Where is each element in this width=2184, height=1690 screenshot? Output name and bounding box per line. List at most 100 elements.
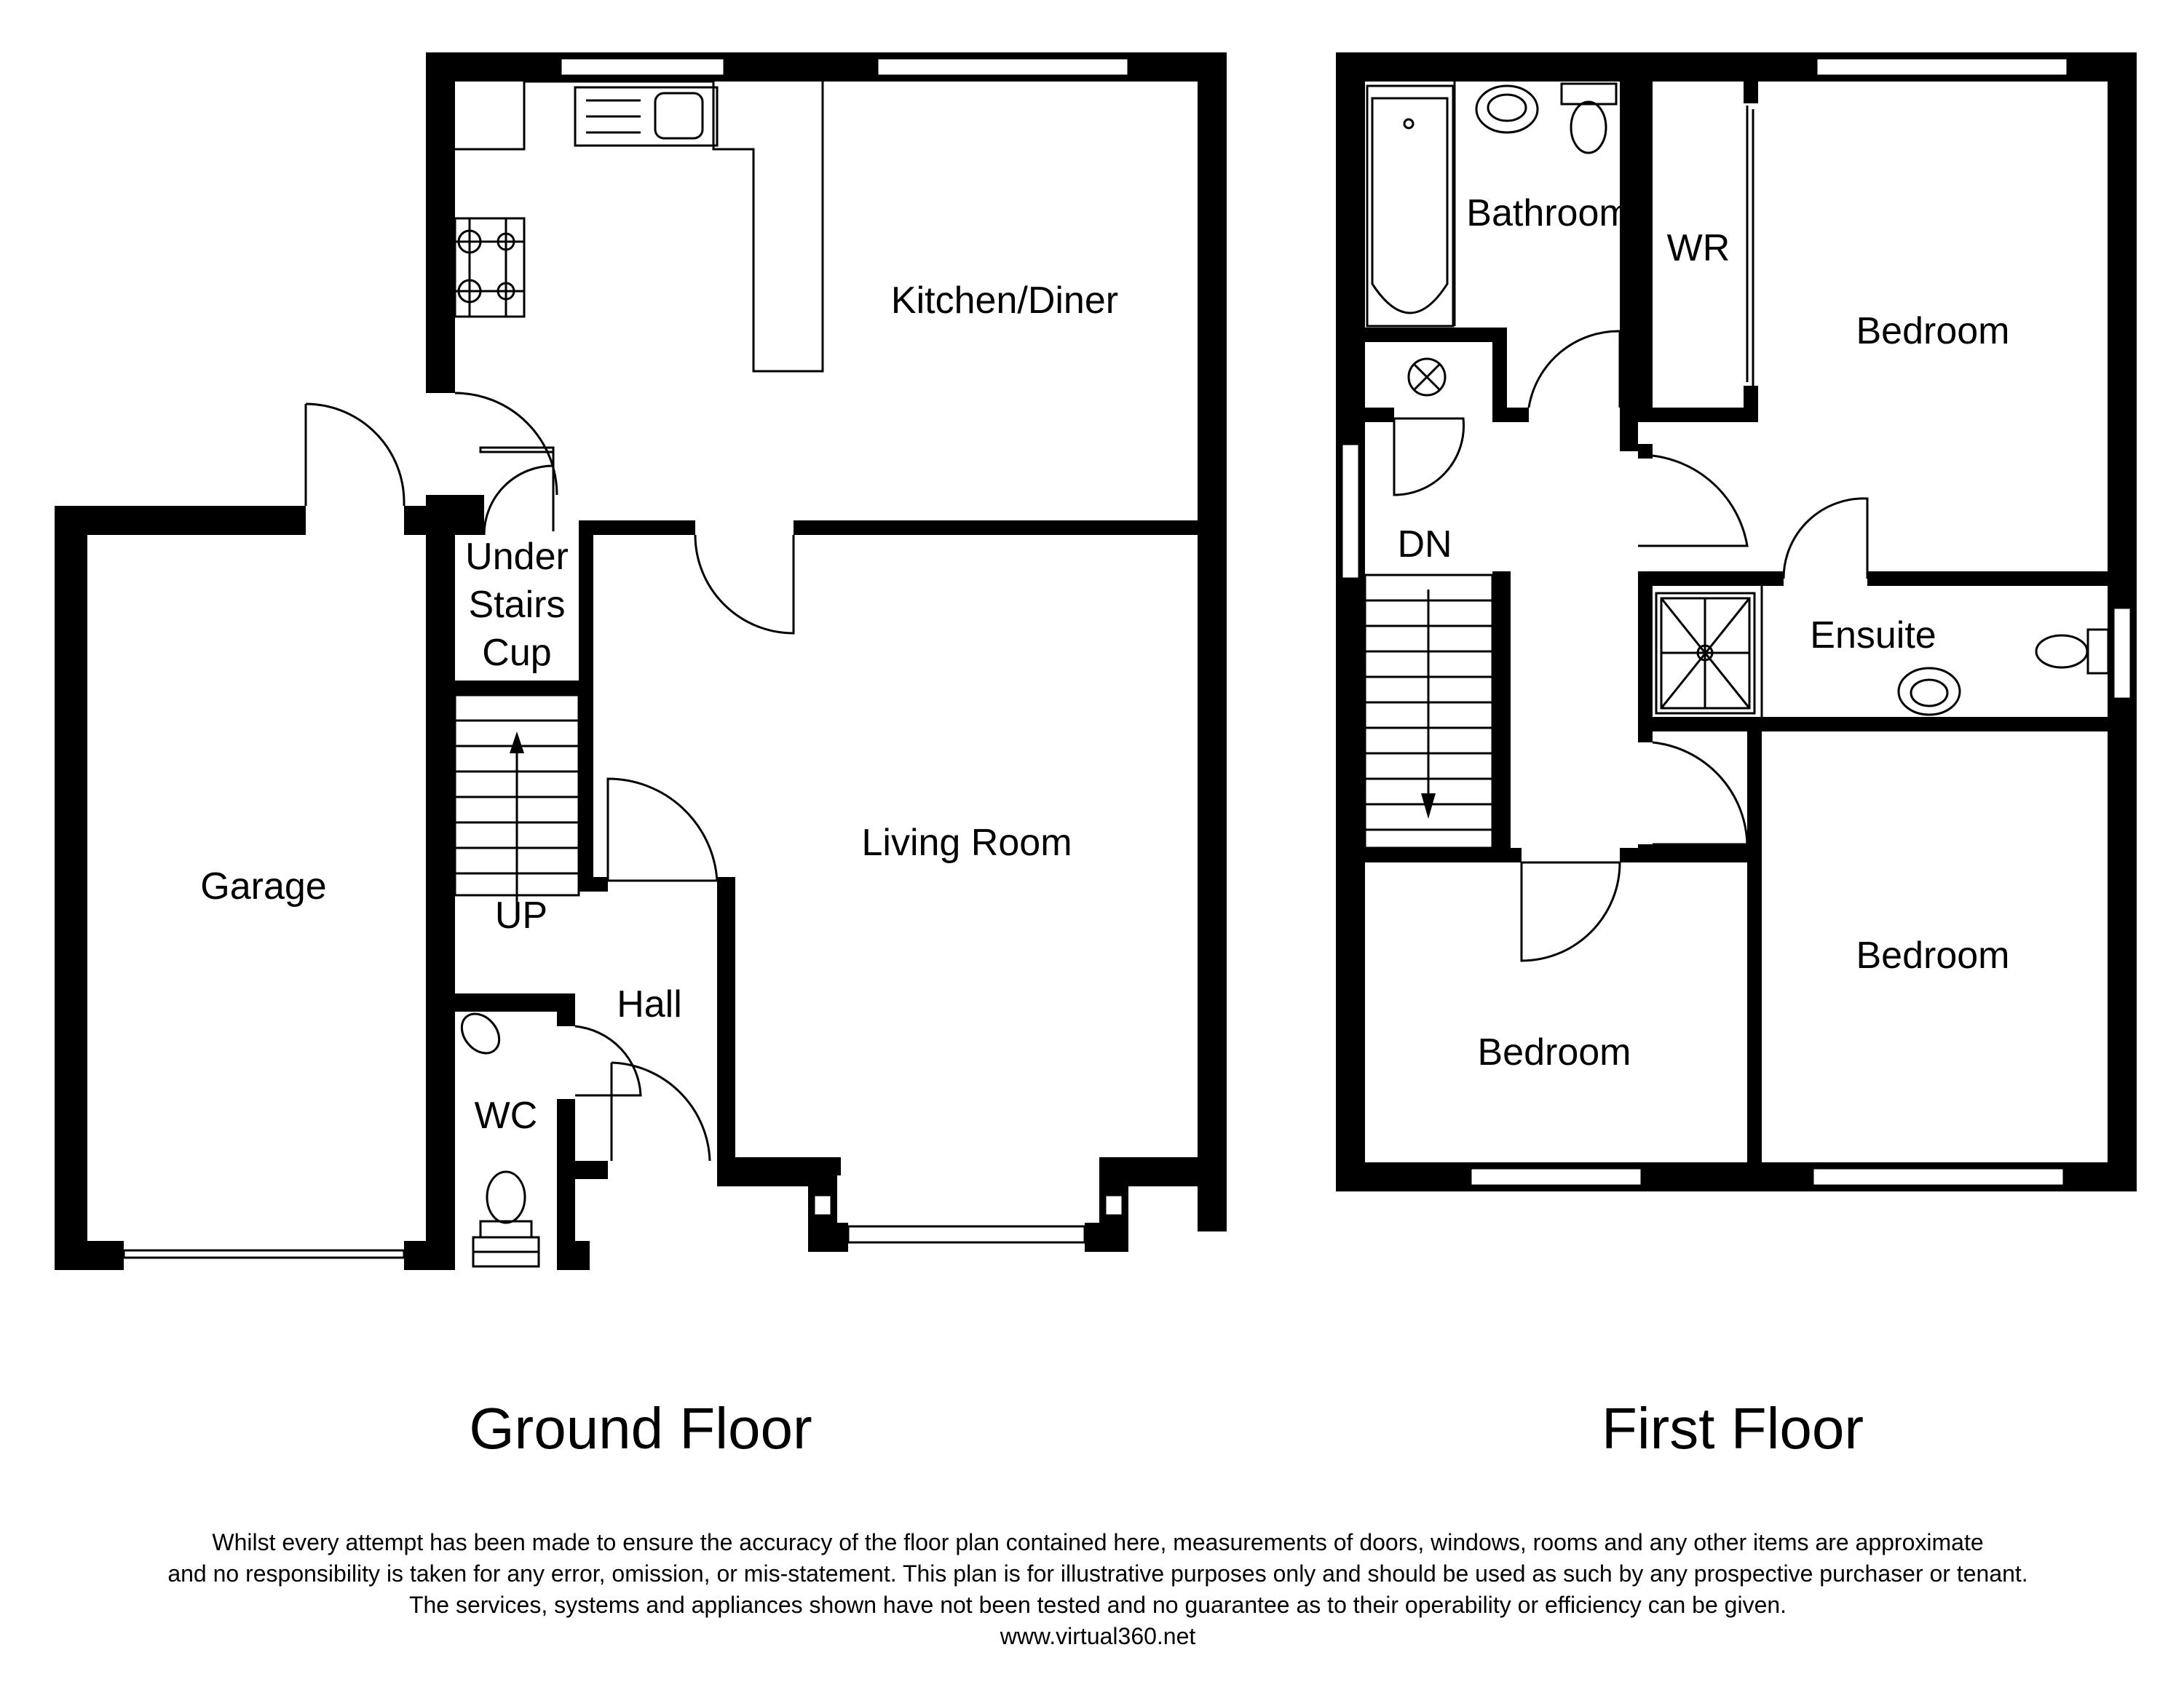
bathroom-door-wall xyxy=(1620,408,1638,451)
garage-right-wall xyxy=(426,506,455,1270)
under-stairs-right-wall xyxy=(579,520,593,892)
room-label-bedroom-1: Bedroom xyxy=(1856,310,2010,352)
landing-window xyxy=(1340,443,1361,580)
kitchen-worktop xyxy=(455,80,824,373)
ensuite-top-wall xyxy=(1638,571,1784,586)
front-door xyxy=(611,1061,711,1162)
bedroom2-window xyxy=(1811,1167,2065,1187)
kitchen-right-wall xyxy=(1198,52,1227,1231)
bathroom-right-wall xyxy=(1620,82,1638,420)
hall-right-wall xyxy=(717,877,735,1165)
bath xyxy=(1366,84,1455,328)
wc-top-wall xyxy=(455,993,575,1012)
stairs-down-label: DN xyxy=(1397,523,1452,566)
room-label-hall: Hall xyxy=(617,983,682,1025)
garage-bottom-left xyxy=(55,1241,124,1270)
under-stairs-bottom-wall xyxy=(455,681,593,695)
ensuite-toilet xyxy=(2035,634,2089,669)
sink-bowl xyxy=(654,92,704,140)
ensuite-door xyxy=(1782,497,1869,579)
room-label-ensuite: Ensuite xyxy=(1810,614,1936,656)
hob xyxy=(454,217,526,318)
room-label-garage: Garage xyxy=(200,865,326,908)
ensuite-left-wall xyxy=(1638,571,1653,742)
bathroom-basin xyxy=(1475,84,1539,134)
ensuite-bottom-wall xyxy=(1638,717,2115,731)
under-stairs-door xyxy=(483,464,554,536)
ensuite-basin xyxy=(1897,667,1961,716)
room-label-wr: WR xyxy=(1667,227,1730,269)
garage-top-wall-left xyxy=(55,506,306,535)
stairs-down-arrow xyxy=(1421,793,1436,819)
wardrobe-right-wall xyxy=(1744,82,1758,103)
bedroom1-door xyxy=(1637,453,1749,547)
wc-bottom-right xyxy=(557,1161,608,1179)
stairs-up-label: UP xyxy=(495,894,547,937)
bedroom1-window xyxy=(1815,57,2069,77)
room-label-living: Living Room xyxy=(861,822,1072,864)
bathroom-toilet-cistern xyxy=(1560,82,1618,106)
kitchen-living-wall-right xyxy=(794,520,1208,535)
wc-toilet xyxy=(486,1170,526,1224)
wc-basin xyxy=(460,1012,501,1055)
ground-floor-title: Ground Floor xyxy=(469,1396,812,1461)
disclaimer-line-2: and no responsibility is taken for any e… xyxy=(167,1560,2027,1587)
bathroom-door xyxy=(1527,330,1621,408)
room-label-wc: WC xyxy=(475,1095,538,1137)
living-bay-side-window-right xyxy=(1104,1194,1124,1217)
wardrobe-bottom-wall xyxy=(1638,408,1754,422)
living-bay-front-left xyxy=(808,1223,848,1252)
garage-door xyxy=(122,1249,405,1259)
wc-right-wall xyxy=(557,993,575,1026)
first-floor-title: First Floor xyxy=(1602,1396,1864,1461)
wc-door xyxy=(574,1025,642,1097)
ensuite-window xyxy=(2112,606,2132,700)
living-bay-front-right xyxy=(1085,1223,1128,1252)
room-label-bedroom-3: Bedroom xyxy=(1478,1031,1631,1074)
bedroom3-window xyxy=(1469,1167,1643,1187)
room-label-bathroom: Bathroom xyxy=(1466,192,1630,234)
kitchen-sink xyxy=(574,86,719,147)
garage-left-wall xyxy=(55,506,87,1270)
kitchen-living-door xyxy=(694,534,795,635)
shower-tray xyxy=(1655,592,1756,715)
bedroom2-left-wall xyxy=(1747,731,1762,1168)
wardrobe-left-wall xyxy=(1638,82,1653,420)
room-label-kitchen: Kitchen/Diner xyxy=(891,279,1118,322)
shower-drain xyxy=(1696,644,1714,662)
garage-bottom-right xyxy=(404,1241,455,1270)
ensuite-top-wall-right xyxy=(1867,571,2115,586)
boiler-icon xyxy=(1407,357,1447,397)
room-label-under-stairs-1: Under xyxy=(465,536,569,578)
stairs-up-arrow xyxy=(510,731,524,753)
bathroom-toilet xyxy=(1570,100,1607,154)
bedroom3-door xyxy=(1520,861,1621,962)
cupboard-right-wall xyxy=(1492,328,1507,418)
bedroom3-top-wall-left xyxy=(1365,848,1522,862)
room-label-bedroom-2: Bedroom xyxy=(1856,935,2010,977)
kitchen-living-wall-left xyxy=(579,520,695,535)
back-door xyxy=(454,392,558,496)
bathroom-bottom-wall-b xyxy=(1492,408,1529,422)
bedroom2-door xyxy=(1652,741,1749,846)
first-left-wall xyxy=(1336,52,1365,1191)
kitchen-window-right xyxy=(876,57,1130,77)
living-bay-side-window-left xyxy=(812,1194,833,1217)
bedroom3-top-wall-right xyxy=(1620,848,1762,862)
disclaimer-line-1: Whilst every attempt has been made to en… xyxy=(212,1529,1983,1555)
living-bay-window xyxy=(847,1225,1086,1244)
wardrobe-right-wall-lower xyxy=(1744,386,1758,422)
wc-bottom-wall xyxy=(557,1241,590,1270)
website-url: www.virtual360.net xyxy=(1000,1623,1196,1649)
first-floor-plan xyxy=(1336,52,2137,1191)
cupboard-door xyxy=(1393,417,1465,496)
room-label-under-stairs-2: Stairs xyxy=(469,584,566,626)
garage-side-door xyxy=(305,402,405,506)
first-stairs-right-wall xyxy=(1492,571,1511,859)
kitchen-window-left xyxy=(559,57,726,77)
hall-inner-wall-top xyxy=(593,877,608,892)
hall-door xyxy=(606,777,719,882)
ground-floor-plan xyxy=(55,52,1227,1270)
bathroom-bottom-wall xyxy=(1365,328,1507,342)
